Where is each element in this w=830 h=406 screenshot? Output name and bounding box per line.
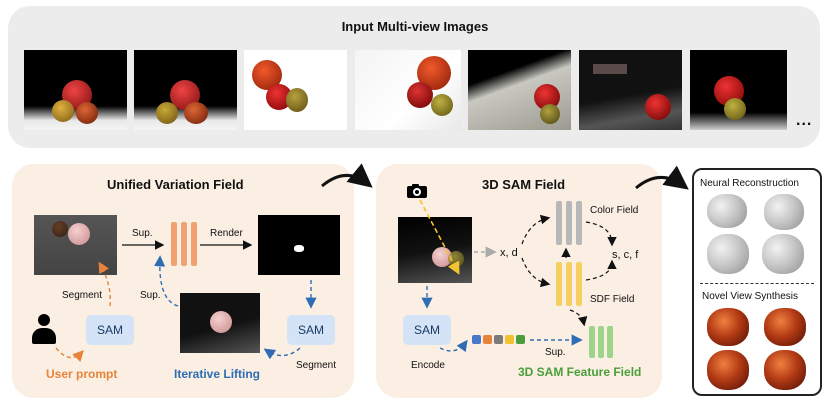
uvf-render-label: Render [210, 228, 243, 239]
sdf-field-label: SDF Field [590, 294, 635, 305]
input-image-1 [24, 50, 127, 130]
uvf-mask-output [258, 215, 340, 275]
uvf-sam-box-right: SAM [287, 315, 335, 345]
uvf-segment-left-label: Segment [62, 290, 103, 301]
feature-square-4 [505, 335, 514, 344]
color-field-bar-3 [576, 201, 582, 245]
encode-label: Encode [411, 360, 445, 371]
input-image-3 [244, 50, 347, 130]
color-field-bar-1 [556, 201, 562, 245]
uvf-sam-box-left: SAM [86, 315, 134, 345]
more-images-ellipsis: ... [796, 112, 813, 129]
sam3d-sam-box: SAM [403, 315, 451, 345]
nvs-result-3 [707, 350, 749, 390]
uvf-title: Unified Variation Field [107, 177, 244, 192]
user-prompt-label: User prompt [46, 367, 118, 381]
input-image-7 [690, 50, 787, 130]
uvf-input-view [34, 215, 117, 275]
sdf-field-bar-3 [576, 262, 582, 306]
uvf-field-bar-2 [181, 222, 187, 266]
input-image-4 [355, 50, 461, 130]
uvf-sup-left-label: Sup. [140, 290, 161, 301]
input-image-5 [468, 50, 571, 130]
sam3d-input-view [398, 217, 472, 283]
mesh-result-3 [707, 234, 749, 274]
uvf-lifting-view [180, 293, 260, 353]
input-image-6 [579, 50, 682, 130]
input-images-title: Input Multi-view Images [341, 19, 489, 34]
color-field-label: Color Field [590, 205, 639, 216]
nvs-result-1 [707, 308, 749, 346]
uvf-field-bar-3 [191, 222, 197, 266]
iterative-lifting-label: Iterative Lifting [174, 367, 261, 381]
uvf-sup-top-label: Sup. [132, 228, 153, 239]
nvs-result-2 [764, 308, 806, 346]
sam3d-title: 3D SAM Field [482, 177, 566, 192]
sam3d-sup-label: Sup. [545, 347, 566, 358]
results-divider [700, 283, 814, 284]
feature-square-5 [516, 335, 525, 344]
mesh-result-2 [764, 194, 804, 230]
camera-icon [407, 184, 427, 198]
xd-label: x, d [500, 247, 518, 259]
user-icon [30, 314, 58, 346]
feature-field-bar-1 [589, 326, 595, 358]
results-panel: Neural Reconstruction Novel View Synthes… [692, 168, 822, 396]
novel-view-synthesis-label: Novel View Synthesis [702, 291, 798, 302]
feature-square-1 [472, 335, 481, 344]
color-field-bar-2 [566, 201, 572, 245]
mesh-result-4 [762, 234, 804, 274]
scf-label: s, c, f [612, 249, 639, 261]
mesh-result-1 [707, 194, 747, 228]
feature-field-label: 3D SAM Feature Field [518, 365, 642, 379]
feature-field-bar-2 [598, 326, 604, 358]
sdf-field-bar-1 [556, 262, 562, 306]
feature-field-bar-3 [607, 326, 613, 358]
uvf-segment-right-label: Segment [296, 360, 337, 371]
sdf-field-bar-2 [566, 262, 572, 306]
unified-variation-field-panel [12, 164, 354, 398]
uvf-field-bar-1 [171, 222, 177, 266]
feature-square-3 [494, 335, 503, 344]
input-image-2 [134, 50, 237, 130]
feature-square-2 [483, 335, 492, 344]
neural-reconstruction-label: Neural Reconstruction [700, 178, 799, 189]
nvs-result-4 [764, 350, 806, 390]
